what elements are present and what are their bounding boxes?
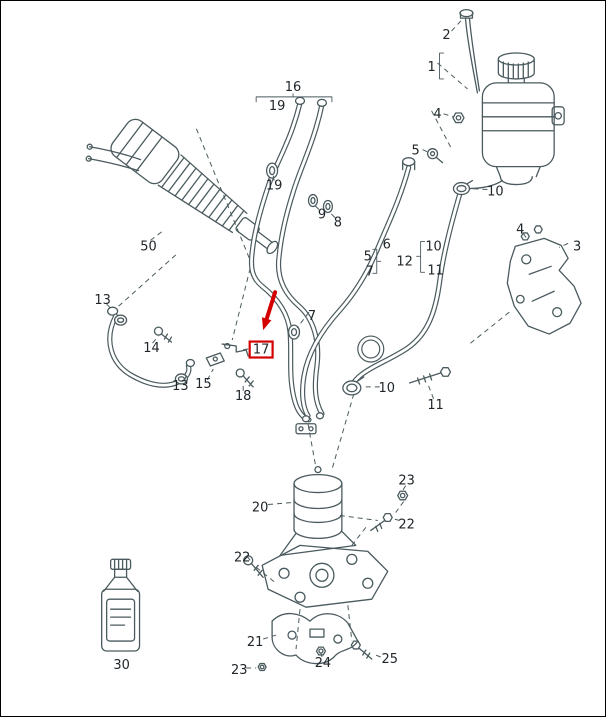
- bracket-3-drawing: [506, 225, 582, 335]
- pump-drawing: [261, 465, 389, 608]
- part-label-30[interactable]: 30: [113, 658, 129, 673]
- steering-rack-drawing: [85, 118, 279, 255]
- part-label-24[interactable]: 24: [315, 656, 331, 671]
- part-label-50[interactable]: 50: [140, 239, 156, 254]
- part-label-21[interactable]: 21: [247, 635, 263, 650]
- leader-lines: [106, 18, 569, 669]
- bracket-21-drawing: [271, 613, 359, 665]
- highlight-arrowhead: [261, 317, 272, 331]
- highlight-part-17: 17: [248, 290, 278, 359]
- nut-23-right-drawing: [397, 490, 409, 501]
- part-label-5-top[interactable]: 5: [412, 144, 420, 159]
- part-label-23-right[interactable]: 23: [398, 474, 414, 489]
- part-label-12[interactable]: 12: [396, 254, 412, 269]
- part-label-10-top[interactable]: 10: [487, 185, 503, 200]
- fitting-5-reservoir-drawing: [426, 148, 444, 164]
- part-label-19-lower[interactable]: 19: [266, 179, 282, 194]
- alignment-lines: [118, 110, 510, 650]
- bolt-11-drawing: [408, 367, 452, 385]
- dipstick-drawing: [459, 9, 481, 94]
- part-label-11-mid[interactable]: 11: [427, 263, 443, 278]
- part-label-10-mid[interactable]: 10: [425, 239, 441, 254]
- part-label-8[interactable]: 8: [334, 215, 342, 230]
- part-label-1[interactable]: 1: [427, 60, 435, 75]
- banjo-fitting-icon: [402, 157, 416, 171]
- part-label-17-highlighted[interactable]: 17: [253, 343, 269, 358]
- clamp-10-lower-drawing: [342, 376, 365, 396]
- part-label-22-right[interactable]: 22: [398, 517, 414, 532]
- reservoir-drawing: [466, 52, 565, 190]
- part-label-7-mid[interactable]: 7: [366, 264, 374, 279]
- bolt-14-drawing: [153, 326, 173, 343]
- part-label-13-lower[interactable]: 13: [172, 379, 188, 394]
- part-label-25[interactable]: 25: [381, 652, 397, 667]
- part-label-5-mid[interactable]: 5: [364, 249, 372, 264]
- part-label-11-lower[interactable]: 11: [427, 398, 443, 413]
- part-label-23-bottom[interactable]: 23: [231, 663, 247, 678]
- part-label-19-upper[interactable]: 19: [269, 99, 285, 114]
- part-labels: 2 1 4 5 10 3 4 16 19 19 9 8 6 5 7 12 10 …: [94, 28, 581, 678]
- part-label-9[interactable]: 9: [318, 207, 326, 222]
- part-label-14[interactable]: 14: [143, 341, 159, 356]
- part-17-drawing: [221, 342, 249, 357]
- bolt-22-right-drawing: [370, 512, 393, 533]
- oil-bottle-drawing: [101, 558, 141, 652]
- hoses-drawing: [248, 96, 464, 435]
- nut-23-bottom-drawing: [257, 662, 267, 672]
- part-label-6[interactable]: 6: [383, 237, 391, 252]
- bolt-25-drawing: [350, 640, 373, 660]
- bracket-15-drawing: [205, 352, 225, 367]
- part-label-7-lower[interactable]: 7: [308, 309, 316, 324]
- part-label-2[interactable]: 2: [442, 28, 450, 43]
- part-label-13-upper[interactable]: 13: [94, 293, 110, 308]
- part-label-16[interactable]: 16: [285, 80, 301, 95]
- group-braces: [255, 52, 444, 274]
- part-label-15[interactable]: 15: [195, 377, 211, 392]
- part-label-10-lower[interactable]: 10: [378, 381, 394, 396]
- highlight-box[interactable]: [248, 340, 274, 359]
- part-label-18[interactable]: 18: [235, 389, 251, 404]
- left-hose-assembly-drawing: [106, 306, 254, 388]
- nut-4-reservoir-drawing: [452, 112, 465, 124]
- highlight-arrow: [264, 290, 278, 321]
- part-label-3[interactable]: 3: [573, 239, 581, 254]
- part-label-22-left[interactable]: 22: [234, 550, 250, 565]
- clamp-10-upper-drawing: [452, 179, 474, 196]
- bolt-18-drawing: [235, 368, 254, 388]
- part-label-20[interactable]: 20: [252, 500, 268, 515]
- part-label-4-bracket[interactable]: 4: [516, 222, 524, 237]
- part-label-4-top[interactable]: 4: [433, 107, 441, 122]
